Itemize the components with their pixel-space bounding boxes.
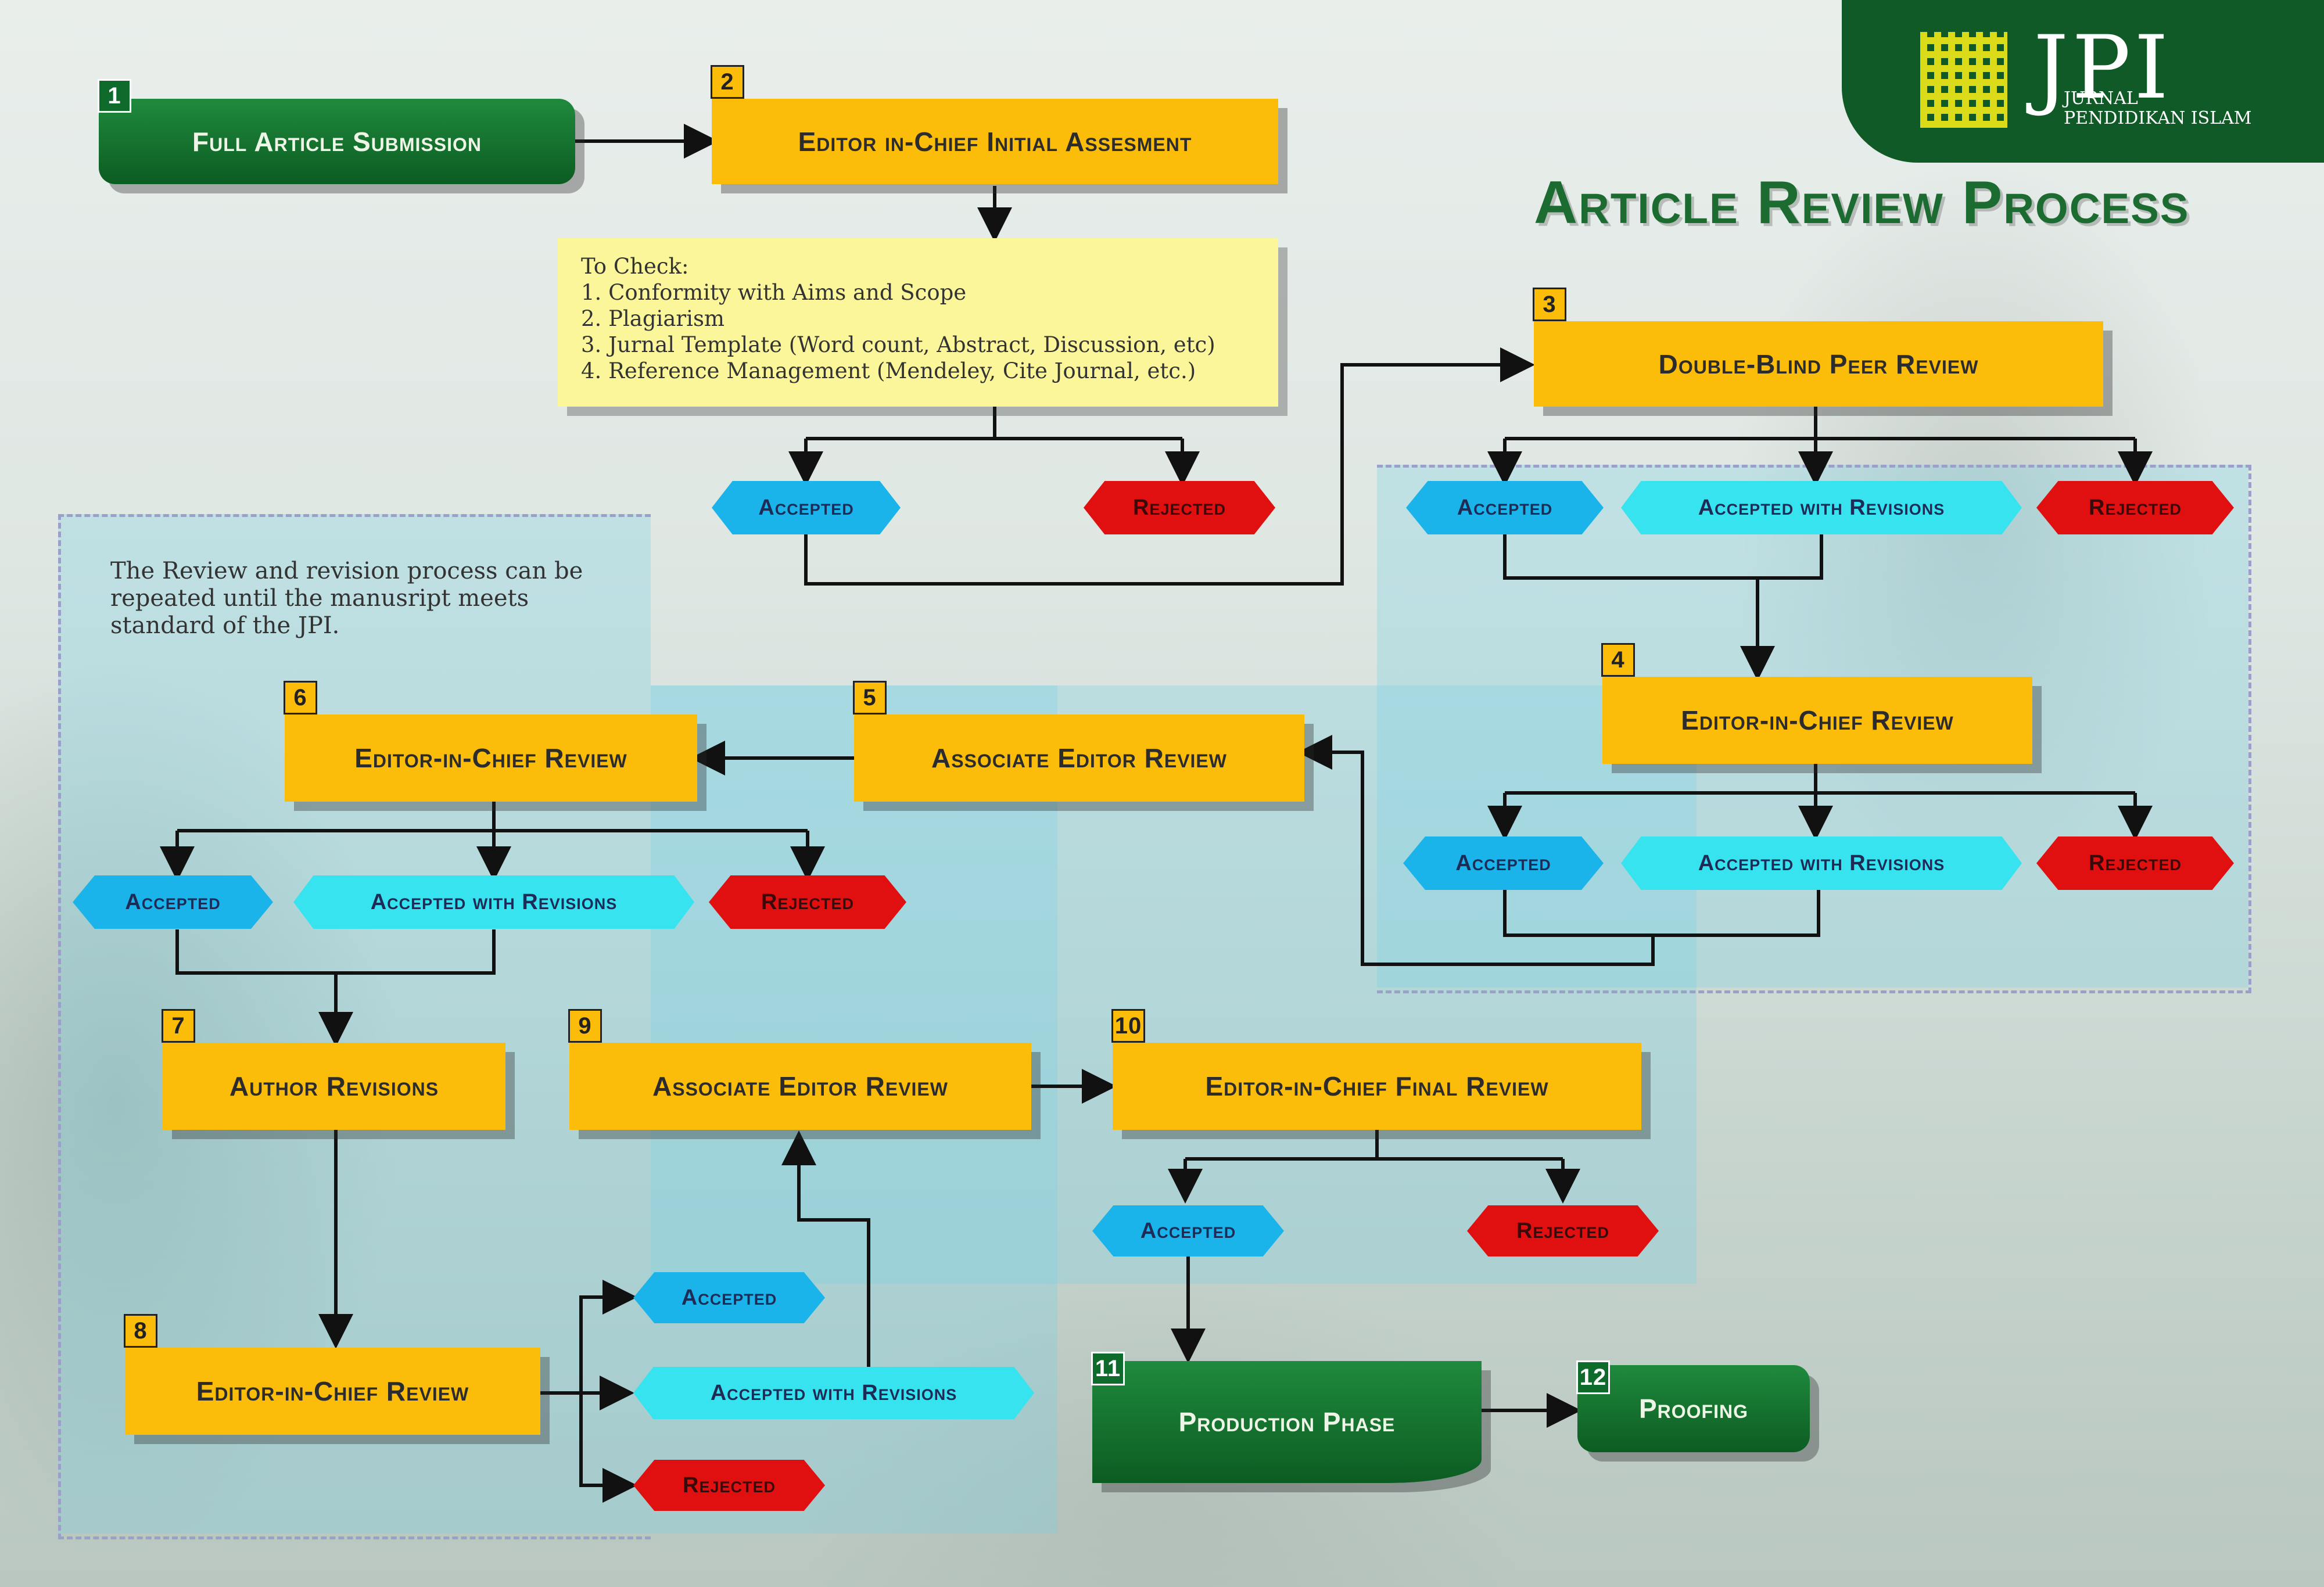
outcome-accepted[interactable]: Accepted bbox=[1406, 481, 1604, 534]
outcome-accepted-with-revisions[interactable]: Accepted with Revisions bbox=[633, 1367, 1034, 1419]
step-number: 7 bbox=[162, 1009, 195, 1043]
outcome-accepted[interactable]: Accepted bbox=[1092, 1205, 1284, 1256]
step-number: 11 bbox=[1091, 1352, 1125, 1385]
repeat-note: The Review and revision process can be r… bbox=[110, 558, 583, 640]
repeat-note-line: The Review and revision process can be bbox=[110, 558, 583, 584]
note-line: 1. Conformity with Aims and Scope bbox=[581, 280, 967, 305]
brand-name: JPI bbox=[2033, 17, 2172, 119]
step-label: Editor in-Chief Initial Assesment bbox=[798, 126, 1192, 157]
step-2-initial-assessment[interactable]: 2 Editor in-Chief Initial Assesment bbox=[711, 65, 1278, 184]
step-6-editor-review[interactable]: 6 Editor-in-Chief Review bbox=[284, 681, 697, 802]
step-number: 9 bbox=[568, 1009, 602, 1043]
outcome-rejected[interactable]: Rejected bbox=[633, 1460, 825, 1511]
jpi-logo-icon bbox=[1920, 32, 2007, 128]
step-10-final-review[interactable]: 10 Editor-in-Chief Final Review bbox=[1111, 1009, 1641, 1130]
step-label: Double-Blind Peer Review bbox=[1658, 349, 1979, 379]
outcome-accepted-with-revisions[interactable]: Accepted with Revisions bbox=[1621, 836, 2022, 890]
step-label: Production Phase bbox=[1178, 1407, 1396, 1437]
step-label: Proofing bbox=[1638, 1394, 1748, 1424]
repeat-note-line: repeated until the manusript meets bbox=[110, 585, 529, 612]
brand-sub2: Pendidikan Islam bbox=[2064, 108, 2252, 128]
outcome-accepted[interactable]: Accepted bbox=[633, 1272, 825, 1323]
step-4-editor-review[interactable]: 4 Editor-in-Chief Review bbox=[1601, 643, 2032, 764]
note-line: To Check: bbox=[581, 254, 689, 279]
step-label: Editor-in-Chief Review bbox=[196, 1376, 469, 1406]
brand-sub1: Jurnal bbox=[2064, 88, 2138, 109]
outcome-rejected[interactable]: Rejected bbox=[1084, 481, 1275, 534]
step-label: Editor-in-Chief Final Review bbox=[1205, 1071, 1549, 1101]
outcome-accepted[interactable]: Accepted bbox=[73, 875, 273, 929]
note-line: 2. Plagiarism bbox=[581, 306, 725, 331]
step-label: Author Revisions bbox=[229, 1071, 439, 1101]
repeat-note-line: standard of the JPI. bbox=[110, 612, 340, 639]
step-label: Associate Editor Review bbox=[652, 1071, 948, 1101]
step-number: 12 bbox=[1576, 1360, 1610, 1394]
step-12-proofing[interactable]: 12 Proofing bbox=[1576, 1360, 1810, 1452]
outcome-accepted[interactable]: Accepted bbox=[712, 481, 901, 534]
page-title: Article Review Process bbox=[1534, 169, 2190, 236]
outcome-rejected[interactable]: Rejected bbox=[709, 875, 906, 929]
step-number: 5 bbox=[853, 681, 887, 714]
check-list-note: To Check: 1. Conformity with Aims and Sc… bbox=[558, 238, 1278, 407]
step-number: 2 bbox=[711, 65, 744, 99]
step-1-full-article-submission[interactable]: 1 Full Article Submission bbox=[98, 79, 575, 184]
step-number: 10 bbox=[1111, 1009, 1145, 1043]
step-3-peer-review[interactable]: 3 Double-Blind Peer Review bbox=[1533, 288, 2103, 407]
step-number: 4 bbox=[1601, 643, 1635, 677]
outcome-accepted-with-revisions[interactable]: Accepted with Revisions bbox=[293, 875, 694, 929]
header-banner: JPI Jurnal Pendidikan Islam bbox=[1842, 0, 2324, 163]
step-number: 6 bbox=[284, 681, 317, 714]
step-number: 1 bbox=[98, 79, 131, 113]
outcome-accepted-with-revisions[interactable]: Accepted with Revisions bbox=[1621, 481, 2022, 534]
step-label: Full Article Submission bbox=[192, 126, 482, 157]
step-label: Editor-in-Chief Review bbox=[1681, 705, 1954, 735]
outcome-rejected[interactable]: Rejected bbox=[2036, 481, 2234, 534]
dashed-border-left bbox=[58, 514, 651, 1539]
step-label: Editor-in-Chief Review bbox=[354, 743, 627, 773]
step-5-associate-editor-review[interactable]: 5 Associate Editor Review bbox=[853, 681, 1304, 802]
step-number: 3 bbox=[1533, 288, 1566, 321]
outcome-rejected[interactable]: Rejected bbox=[1467, 1205, 1659, 1256]
step-number: 8 bbox=[124, 1314, 157, 1348]
step-11-production-phase[interactable]: 11 Production Phase bbox=[1091, 1352, 1482, 1483]
region-left-top bbox=[58, 514, 651, 685]
note-line: 3. Jurnal Template (Word count, Abstract… bbox=[581, 332, 1215, 357]
note-line: 4. Reference Management (Mendeley, Cite … bbox=[581, 358, 1196, 383]
step-8-editor-review[interactable]: 8 Editor-in-Chief Review bbox=[124, 1314, 540, 1435]
step-7-author-revisions[interactable]: 7 Author Revisions bbox=[162, 1009, 505, 1130]
step-label: Associate Editor Review bbox=[931, 743, 1227, 773]
outcome-rejected[interactable]: Rejected bbox=[2036, 836, 2234, 890]
outcome-accepted[interactable]: Accepted bbox=[1403, 836, 1604, 890]
step-9-associate-editor-review[interactable]: 9 Associate Editor Review bbox=[568, 1009, 1031, 1130]
